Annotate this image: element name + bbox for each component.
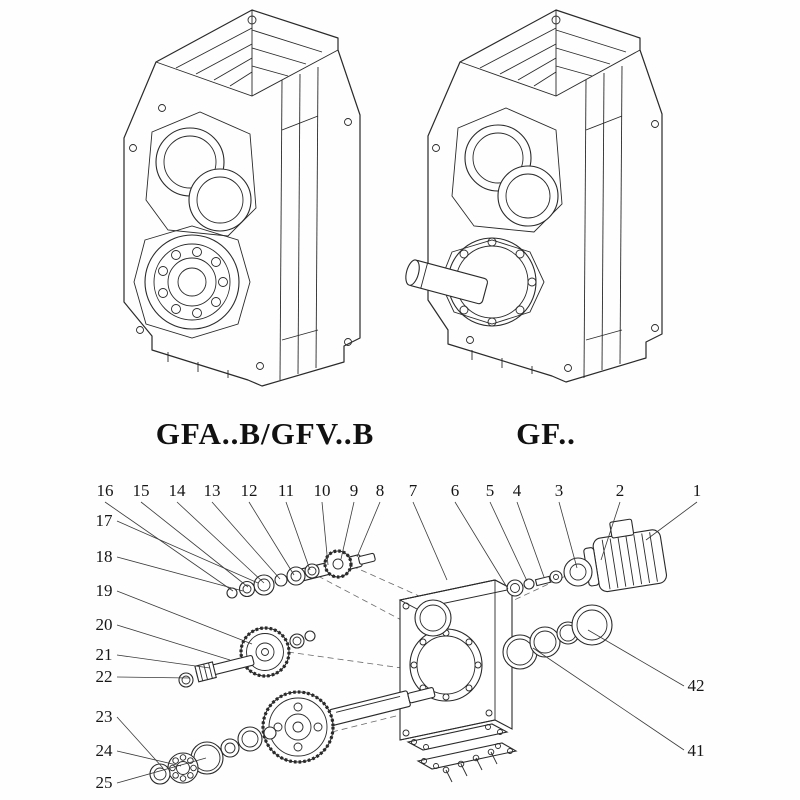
output-side-rings <box>502 604 613 670</box>
cooling-fins-right <box>555 29 627 77</box>
callout-22: 22 <box>96 667 113 686</box>
callout-16: 16 <box>97 481 114 500</box>
gear-housing <box>398 579 514 741</box>
callout-10: 10 <box>314 481 331 500</box>
main-bearing <box>144 234 240 330</box>
input-shaft-assembly <box>226 549 376 599</box>
output-shaft <box>405 259 489 305</box>
output-shaft-assembly <box>149 687 436 785</box>
motor <box>575 518 668 593</box>
model-label-right: GF.. <box>516 416 576 451</box>
callout-8: 8 <box>376 481 385 500</box>
cooling-fins-right <box>251 29 323 77</box>
gearbox-drawings: GFA..B/GFV..B GF.. <box>123 9 663 451</box>
callout-21: 21 <box>96 645 113 664</box>
exploded-parts-diagram: 16 15 14 13 12 11 10 9 8 7 6 5 4 3 2 1 1… <box>96 481 705 792</box>
callout-23: 23 <box>96 707 113 726</box>
lower-bore <box>188 168 252 232</box>
leader-lines <box>104 501 698 784</box>
side-ribs <box>583 65 623 379</box>
bearing-boss <box>133 225 251 339</box>
callout-1: 1 <box>693 481 702 500</box>
motor-coupling-parts <box>506 557 593 597</box>
callout-4: 4 <box>513 481 522 500</box>
callout-17: 17 <box>96 511 114 530</box>
bottom-cover-plates <box>406 723 518 783</box>
lower-bore <box>497 165 559 227</box>
cooling-fins-left <box>479 27 557 87</box>
callout-9: 9 <box>350 481 359 500</box>
left-gearbox-drawing <box>123 9 361 387</box>
callout-5: 5 <box>486 481 495 500</box>
bolt-holes <box>129 104 352 370</box>
right-gearbox-drawing <box>405 9 663 383</box>
callout-6: 6 <box>451 481 460 500</box>
callout-12: 12 <box>241 481 258 500</box>
callout-42: 42 <box>688 676 705 695</box>
callout-3: 3 <box>555 481 564 500</box>
cooling-fins-left <box>175 27 253 87</box>
callout-13: 13 <box>204 481 221 500</box>
callout-11: 11 <box>278 481 294 500</box>
side-ribs <box>279 66 319 381</box>
intermediate-gear-assembly <box>178 626 316 688</box>
callout-15: 15 <box>133 481 150 500</box>
callout-2: 2 <box>616 481 625 500</box>
callout-18: 18 <box>96 547 113 566</box>
callout-19: 19 <box>96 581 113 600</box>
model-label-left: GFA..B/GFV..B <box>156 416 375 451</box>
callout-14: 14 <box>169 481 187 500</box>
callout-24: 24 <box>96 741 114 760</box>
bolt-holes <box>432 120 659 372</box>
ball-bearing <box>167 752 199 784</box>
callout-7: 7 <box>409 481 418 500</box>
fastening-screws <box>442 748 498 783</box>
callout-41: 41 <box>688 741 705 760</box>
callout-20: 20 <box>96 615 113 634</box>
callout-25: 25 <box>96 773 113 792</box>
